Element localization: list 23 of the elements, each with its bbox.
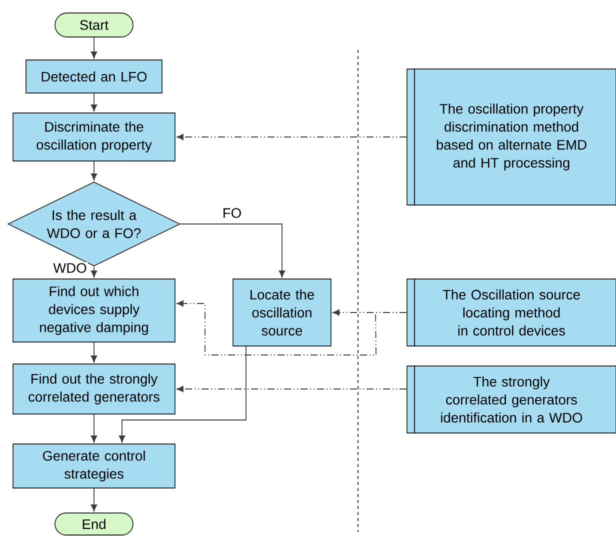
arrow [118, 346, 246, 442]
arrow [176, 300, 407, 356]
process-box: Detected an LFO [26, 60, 162, 94]
method-box: The oscillation property discrimination method based on alternate EMD and HT processing [406, 68, 616, 206]
process-box: Discriminate the oscillation property [12, 112, 176, 162]
arrow [90, 488, 98, 512]
process-box: Find out which devices supply negative damping [12, 278, 176, 342]
arrow [180, 224, 286, 278]
process-box: Find out the strongly correlated generators [12, 364, 176, 414]
arrow [90, 414, 98, 442]
arrow [90, 37, 98, 58]
arrow [176, 386, 407, 392]
method-box: The strongly correlated generators identification in a WDO [406, 365, 616, 434]
arrow [90, 161, 98, 180]
arrow [90, 93, 98, 112]
edge-label: FO [221, 207, 243, 219]
edge-label: WDO [52, 262, 88, 274]
arrow [90, 342, 98, 362]
process-box: Locate the oscillation source [232, 278, 332, 346]
method-box: The Oscillation source locating method in control devices [406, 278, 616, 347]
arrow [90, 266, 98, 278]
arrow [176, 134, 407, 140]
process-box: Generate control strategies [12, 444, 176, 488]
